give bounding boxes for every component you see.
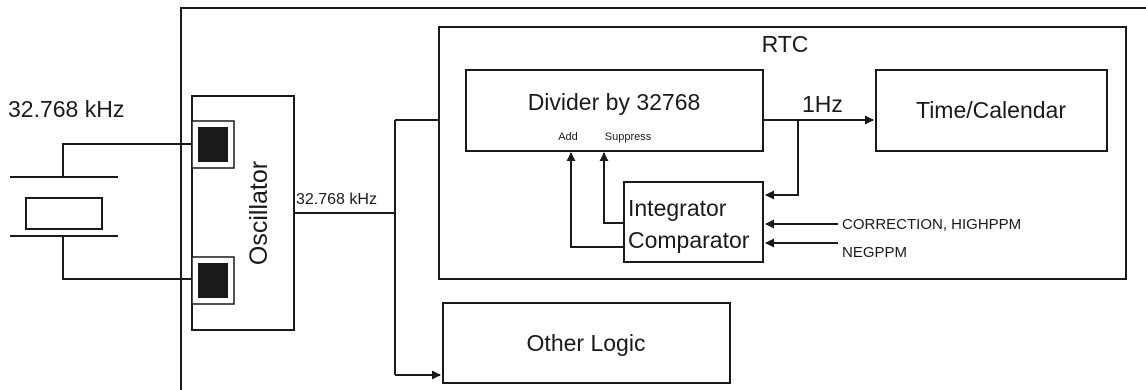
arrow-1hz-to-integrator <box>765 120 799 200</box>
negppm-label: NEGPPM <box>842 244 907 261</box>
arrow-add <box>566 152 624 248</box>
crystal-top-wire <box>62 143 195 177</box>
oscillator-pin-bottom-pad <box>198 263 228 298</box>
integrator-comparator-block <box>623 181 764 263</box>
oscillator-pin-top-pad <box>198 127 228 162</box>
crystal-symbol <box>10 143 195 280</box>
time-calendar-block <box>875 69 1108 152</box>
one-hz-label: 1Hz <box>802 91 843 117</box>
rtc-block <box>438 26 1127 280</box>
other-logic-block <box>442 302 731 384</box>
divider-block <box>465 69 764 152</box>
device-boundary <box>180 7 1146 390</box>
oscillator-label: Oscillator <box>245 161 273 265</box>
divider-label: Divider by 32768 <box>528 89 701 115</box>
divider-add-label: Add <box>558 131 578 143</box>
other-logic-label: Other Logic <box>527 330 646 356</box>
divider-suppress-label: Suppress <box>605 131 652 143</box>
crystal-body <box>25 197 103 230</box>
comparator-label: Comparator <box>628 227 750 253</box>
oscillator-output-label: 32.768 kHz <box>296 191 377 208</box>
arrow-suppress <box>599 152 624 224</box>
integrator-label: Integrator <box>628 195 727 221</box>
crystal-bottom-wire <box>62 236 195 280</box>
rtc-title: RTC <box>762 31 809 57</box>
time-calendar-label: Time/Calendar <box>916 97 1066 123</box>
crystal-frequency-label: 32.768 kHz <box>8 96 124 122</box>
correction-highppm-label: CORRECTION, HIGHPPM <box>842 216 1021 233</box>
